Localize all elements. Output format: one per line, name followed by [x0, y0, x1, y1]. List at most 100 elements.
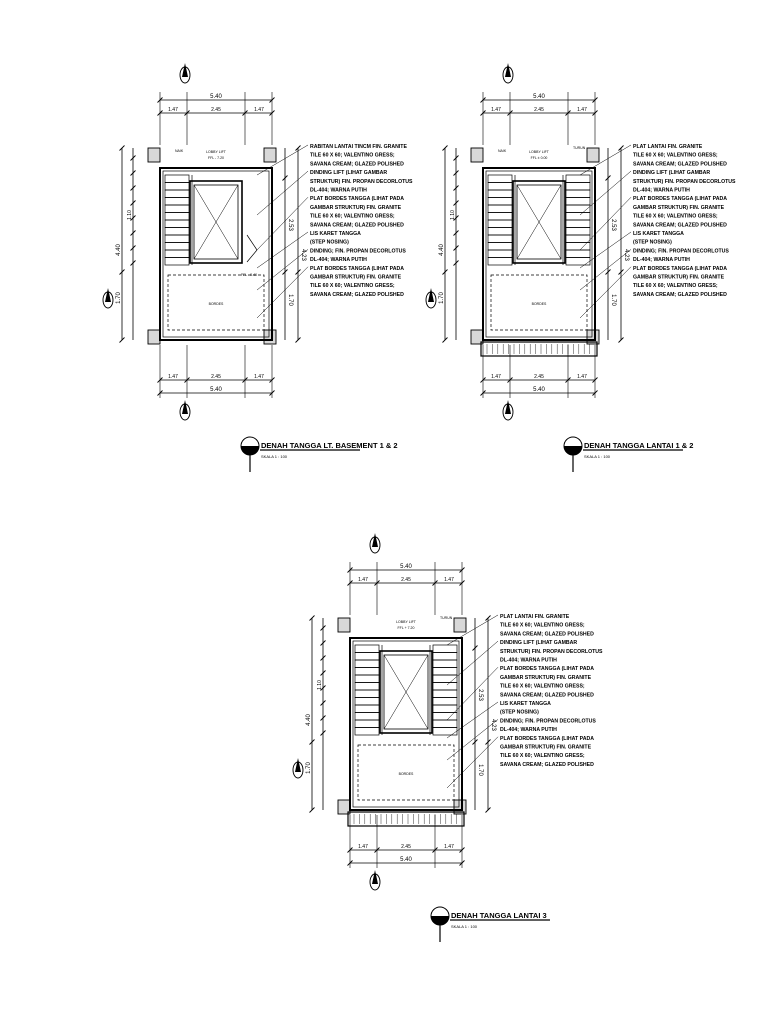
dim-tick: [432, 847, 438, 853]
structural-column: [147, 147, 161, 163]
annotation-note: PLAT BORDES TANGGA (LIHAT PADA: [500, 666, 594, 672]
dim-tick: [507, 110, 513, 116]
stair-tread: [565, 182, 591, 191]
dim-left-overall: 4.40: [116, 244, 122, 256]
annotation-note: GAMBAR STRUKTUR) FIN. GRANITE: [310, 205, 402, 211]
stair-tread: [565, 197, 591, 206]
dim-tick: [453, 245, 459, 251]
dim-tick: [347, 860, 353, 866]
label-lobby-lift: LOBBY LIFT: [206, 150, 227, 154]
dim-bottom-left: 1.47: [358, 844, 368, 850]
annotation-note: TILE 60 X 60; VALENTINO GRESS;: [310, 153, 395, 159]
dim-tick: [320, 670, 326, 676]
dim-tick: [480, 97, 486, 103]
dim-tick: [309, 615, 315, 621]
dim-tick: [269, 390, 275, 396]
dim-tick: [442, 337, 448, 343]
annotation-note: SAVANA CREAM; GLAZED POLISHED: [633, 222, 727, 228]
dim-tick: [618, 269, 624, 275]
dim-tick: [130, 260, 136, 266]
dim-tick: [592, 97, 598, 103]
stair-tread: [487, 249, 513, 258]
annotation-note: PLAT LANTAI FIN. GRANITE: [500, 614, 570, 620]
dim-tick: [459, 580, 465, 586]
dim-tick: [565, 110, 571, 116]
dim-tick: [605, 175, 611, 181]
dim-bottom-mid: 2.45: [534, 374, 544, 380]
dim-top-mid: 2.45: [211, 107, 221, 113]
annotation-note: PLAT LANTAI FIN. GRANITE: [633, 144, 703, 150]
lift-cross: [516, 184, 562, 260]
stair-tread: [432, 697, 458, 706]
stair-wall-inner: [162, 170, 270, 338]
dim-tick: [282, 269, 288, 275]
landing-outline: [167, 274, 265, 331]
annotation-note: SAVANA CREAM; GLAZED POLISHED: [310, 161, 404, 167]
stair-tread: [354, 659, 380, 668]
lift-car: [193, 184, 239, 260]
annotation-note: STRUKTUR) FIN. PROPAN DECORLOTUS: [500, 649, 603, 655]
stair-tread: [354, 674, 380, 683]
annotation-note: TILE 60 X 60; VALENTINO GRESS;: [310, 214, 395, 220]
stair-tread: [487, 234, 513, 243]
stair-tread: [487, 182, 513, 191]
annotation-note: DL-404; WARNA PUTIH: [310, 188, 367, 194]
leader-line: [446, 640, 499, 686]
stair-wall-outline: [349, 637, 463, 811]
dim-tick: [157, 97, 163, 103]
dim-overall-bottom: 5.40: [533, 387, 545, 393]
stair-wall-inner: [352, 640, 460, 808]
dim-tick: [459, 860, 465, 866]
annotation-note: DL-404; WARNA PUTIH: [633, 188, 690, 194]
dim-tick: [320, 625, 326, 631]
dim-bottom-mid: 2.45: [401, 844, 411, 850]
stair-tread: [487, 257, 513, 266]
dim-tick: [184, 110, 190, 116]
lift-wall: [379, 650, 433, 734]
floor-slab: [480, 341, 598, 357]
annotation-note: DINDING LIFT (LIHAT GAMBAR: [633, 170, 710, 176]
dim-tick: [320, 730, 326, 736]
dim-tick: [442, 269, 448, 275]
leader-line: [256, 231, 309, 269]
dim-tick: [374, 847, 380, 853]
dim-tick: [309, 739, 315, 745]
dim-tick: [295, 145, 301, 151]
stair-tread: [565, 234, 591, 243]
annotation-note: PLAT BORDES TANGGA (LIHAT PADA: [310, 196, 404, 202]
lift-car: [516, 184, 562, 260]
stair-tread: [354, 682, 380, 691]
label-turun: TURUN: [573, 146, 586, 150]
annotation-note: SAVANA CREAM; GLAZED POLISHED: [633, 292, 727, 298]
dim-left-lower: 1.70: [439, 292, 445, 304]
stair-tread: [354, 719, 380, 728]
dim-top-right: 1.47: [444, 577, 454, 583]
dim-top-left: 1.47: [358, 577, 368, 583]
dim-tick: [184, 377, 190, 383]
annotation-note: DINDING; FIN. PROPAN DECORLOTUS: [310, 248, 406, 254]
annotation-note: TILE 60 X 60; VALENTINO GRESS;: [500, 753, 585, 759]
leader-line: [579, 170, 632, 216]
label-naik: NAIK: [175, 149, 184, 153]
dim-tick: [282, 175, 288, 181]
stair-tread: [487, 174, 513, 183]
stair-tread: [565, 189, 591, 198]
north-arrow-icon: [505, 63, 511, 77]
dim-tick: [432, 580, 438, 586]
annotation-note: PLAT BORDES TANGGA (LIHAT PADA: [500, 736, 594, 742]
annotation-note: LIS KARET TANGGA: [633, 231, 684, 237]
label-ffl: FFL ± 0.00: [531, 156, 548, 160]
dim-top-mid: 2.45: [401, 577, 411, 583]
label-bordes: BORDES: [532, 302, 547, 306]
dim-tick: [453, 170, 459, 176]
dim-tick: [453, 230, 459, 236]
dim-right-lower: 1.70: [610, 294, 616, 306]
landing-outline: [357, 744, 455, 801]
stair-tread: [487, 227, 513, 236]
dim-tick: [592, 390, 598, 396]
stair-tread: [487, 212, 513, 221]
stair-tread: [565, 249, 591, 258]
dim-overall-bottom: 5.40: [400, 857, 412, 863]
stair-tread: [565, 227, 591, 236]
stair-tread: [432, 682, 458, 691]
